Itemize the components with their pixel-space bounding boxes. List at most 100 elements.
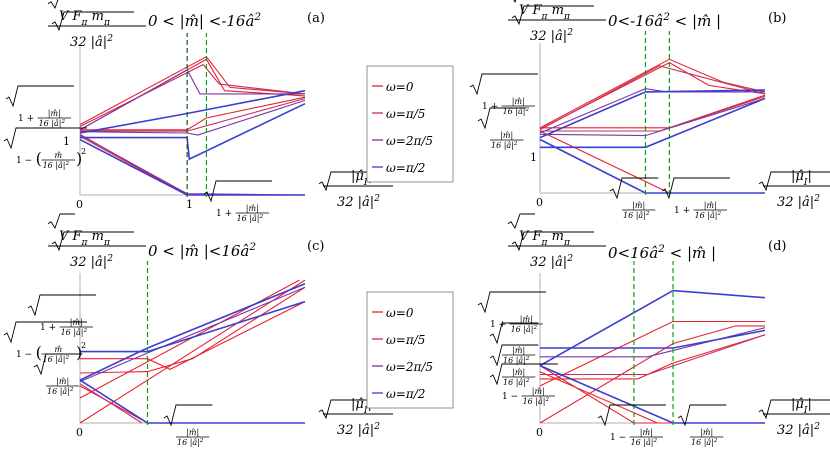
y-label-a-2-prefix: 1 − — [16, 156, 32, 166]
x-tick-a-0: 0 — [76, 198, 83, 211]
y-label-a-2-pow: 2 — [81, 147, 86, 156]
y-label-d-0-sqrt — [477, 291, 546, 314]
series-line-b-9 — [540, 97, 766, 149]
x-radical-c-radical: |m̂|16 |â|2 — [163, 404, 213, 447]
x-radical-a-radical: 1 + |m̂|16 |â|2 — [203, 180, 272, 223]
x-tick-c-0: 0 — [76, 426, 83, 439]
y-label-c-0-num: |m̂| — [70, 318, 83, 327]
series-line-d-0 — [539, 325, 765, 424]
x-radical-d1-den: 16 |â|2 — [631, 438, 658, 447]
x-label-bottom-d: 32 |â|2 — [777, 422, 820, 438]
x-radical-d2-radical: |m̂|16 |â|2 — [677, 404, 727, 447]
series-line-a-12 — [79, 138, 305, 196]
series-line-d-4 — [539, 371, 658, 424]
y-label-bottom-d: 32 |â|2 — [530, 254, 573, 270]
panel-c — [79, 261, 306, 425]
y-label-d-0-num: |m̂| — [520, 315, 533, 324]
y-label-d-1-num: |m̂| — [512, 346, 525, 355]
series-line-b-7 — [539, 97, 766, 137]
series-line-c-2 — [79, 286, 306, 374]
y-label-a-0-sqrt — [5, 85, 74, 108]
x-radical-b2-num: |m̂| — [704, 201, 717, 210]
legend-bottom: ω=0ω=π/5ω=2π/5ω=π/2 — [366, 291, 454, 409]
condition-c: 0 < |m̂ |<16â2 — [148, 241, 256, 260]
series-line-b-3 — [539, 130, 765, 194]
y-label-b-0-prefix: 1 + — [482, 102, 498, 112]
y-label-b-0-num: |m̂| — [512, 97, 525, 106]
x-label-bottom-c: 32 |â|2 — [337, 422, 380, 438]
y-axis-label-d: V Fπ mπ 32 |â|2 — [507, 213, 606, 270]
x-axis-label-b: |μ̂I| 32 |â|2 — [758, 169, 830, 210]
y-label-sqrt-top-a — [47, 0, 59, 10]
x-radical-b1-num: |m̂| — [632, 201, 645, 210]
x-label-sqrt-d — [758, 399, 830, 420]
series-line-a-11 — [80, 102, 306, 161]
x-label-bottom-b: 32 |â|2 — [777, 194, 820, 210]
x-label-top-d: |μ̂I| — [791, 397, 812, 416]
series-line-c-5 — [79, 383, 143, 424]
y-label-a-2-den: 16 |â|2 — [43, 161, 70, 170]
series-line-d-7 — [539, 289, 766, 367]
y-label-top-a: V Fπ mπ — [59, 9, 111, 28]
x-tick-d-0: 0 — [536, 426, 543, 439]
series-line-d-5 — [540, 334, 766, 376]
legend-label-top-2: ω=2π/5 — [386, 134, 433, 148]
y-label-c-1-sqrt — [3, 321, 87, 344]
series-line-b-5 — [540, 95, 766, 132]
y-label-sqrt-top-d — [507, 213, 535, 230]
series-line-a-9 — [79, 134, 306, 196]
y-label-d-0-prefix: 1 + — [490, 320, 506, 330]
y-label-a-2-num: m̂ — [54, 151, 62, 160]
text-layer: V Fπ mπ 32 |â|2 0 < |m̂| <-16â2 (a) |μ̂I| 32 … — [3, 0, 830, 447]
y-label-d-2-den: 16 |â|2 — [503, 378, 530, 387]
y-label-a-2-sqrt — [3, 127, 87, 150]
y-label-d-3-den: 16 |â|2 — [523, 397, 550, 406]
series-line-d-1 — [539, 320, 765, 387]
legend-label-top-0: ω=0 — [386, 80, 414, 94]
legend-label-top-1: ω=π/5 — [386, 107, 425, 121]
condition-a: 0 < |m̂| <-16â2 — [148, 11, 261, 30]
y-label-c-0-sqrt — [27, 294, 96, 317]
x-label-sqrt-b — [758, 171, 830, 192]
series-line-c-1 — [79, 279, 300, 399]
legend-label-bottom-0: ω=0 — [386, 306, 414, 320]
legend-label-top-3: ω=π/2 — [386, 161, 425, 175]
y-label-sqrt-top-b — [513, 0, 517, 4]
panel-tag-c: (c) — [307, 239, 324, 254]
y-label-c-1-prefix: 1 − — [16, 350, 32, 360]
x-radical-b2-den: 16 |â|2 — [695, 211, 722, 220]
y-label-d-0-radical: 1 + |m̂|16 |â|2 — [477, 291, 546, 334]
y-label-d-2-radical: |m̂|16 |â|2 — [489, 344, 539, 387]
y-label-c-1-pow: 2 — [81, 341, 86, 350]
y-label-d-3-num: |m̂| — [532, 387, 545, 396]
series-line-b-6 — [539, 88, 765, 134]
y-label-a-0-prefix: 1 + — [18, 114, 34, 124]
y-label-b-1-den: 16 |â|2 — [491, 141, 518, 150]
y-label-sqrt-bottom-c — [51, 231, 134, 252]
y-label-d-0-den: 16 |â|2 — [511, 325, 538, 334]
y-label-c-2-radical: |m̂|16 |â|2 — [33, 353, 83, 396]
legend-label-bottom-2: ω=2π/5 — [386, 360, 433, 374]
panel-tag-a: (a) — [307, 11, 325, 26]
y-label-sqrt-bottom-a — [51, 11, 134, 32]
legend-box-top — [366, 65, 454, 183]
legend-box-bottom — [366, 291, 454, 409]
x-label-top-b: |μ̂I| — [791, 169, 812, 188]
y-label-sqrt-bottom-d — [511, 231, 594, 252]
condition-b: 0<-16â2 < |m̂ | — [608, 11, 721, 30]
panel-a — [79, 33, 306, 197]
x-label-sqrt-a — [318, 171, 397, 192]
y-label-bottom-b: 32 |â|2 — [530, 28, 573, 44]
series-line-a-8 — [79, 99, 306, 136]
x-label-sqrt-c — [318, 399, 397, 420]
y-label-b-2: 1 — [530, 151, 537, 164]
y-label-c-1-den: 16 |â|2 — [43, 355, 70, 364]
x-label-bottom-a: 32 |â|2 — [337, 194, 380, 210]
y-label-d-1-den: 16 |â|2 — [503, 356, 530, 365]
panel-tag-d: (d) — [768, 239, 786, 254]
y-label-top-d: V Fπ mπ — [519, 229, 571, 248]
x-radical-b2-prefix: 1 + — [674, 206, 690, 216]
x-radical-d2-sqrt — [677, 404, 727, 427]
y-label-a-2-lparen: ( — [36, 149, 42, 168]
